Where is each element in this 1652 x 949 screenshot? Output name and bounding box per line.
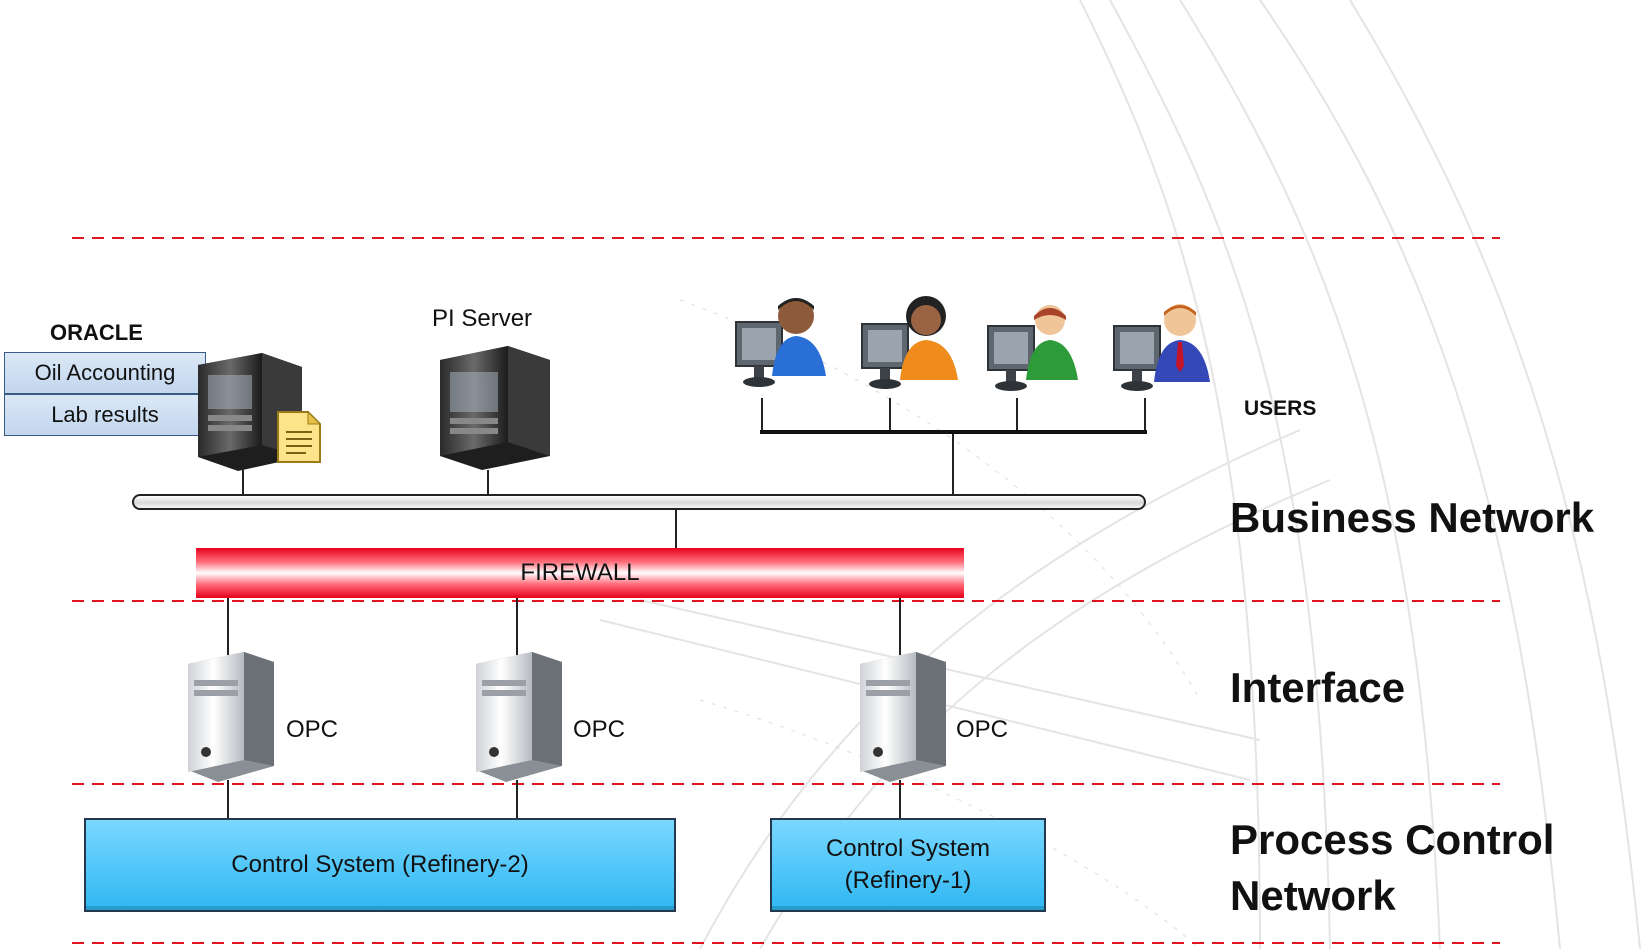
control-system-refinery-2: Control System (Refinery-2) xyxy=(84,818,676,912)
opc-server-icon xyxy=(470,648,566,786)
pi-server-label: PI Server xyxy=(432,305,533,332)
business-network-bus xyxy=(132,494,1146,510)
opc-label-2: OPC xyxy=(573,716,626,743)
opc-label-1: OPC xyxy=(286,716,339,743)
opc-server-icon xyxy=(854,648,950,786)
pi-server-tower-icon xyxy=(432,338,558,472)
opc-label-3: OPC xyxy=(956,716,1009,743)
app-lab-results: Lab results xyxy=(4,394,206,436)
user-workstation-icon xyxy=(1110,296,1214,398)
document-icon xyxy=(274,408,324,466)
app-oil-accounting: Oil Accounting xyxy=(4,352,206,394)
zone-business-network: Business Network xyxy=(1230,494,1595,541)
server-tower-icon xyxy=(190,345,310,475)
zone-process-control-network: Process Control Network xyxy=(1230,816,1555,919)
oracle-title: ORACLE xyxy=(50,320,143,345)
firewall: FIREWALL xyxy=(196,548,964,598)
opc-server-icon xyxy=(182,648,278,786)
control-system-refinery-1: Control System (Refinery-1) xyxy=(770,818,1046,912)
zone-interface: Interface xyxy=(1230,664,1406,711)
user-workstation-icon xyxy=(732,292,832,392)
user-workstation-icon xyxy=(984,298,1084,398)
users-label: USERS xyxy=(1244,397,1317,420)
user-workstation-icon xyxy=(858,290,962,394)
